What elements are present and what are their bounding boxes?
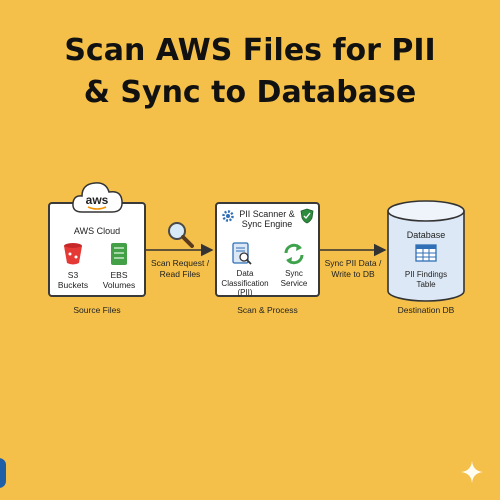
dc-line-2: Classification bbox=[221, 278, 269, 288]
scan-request-label: Scan Request / Read Files bbox=[144, 258, 216, 280]
ebs-label-line-2: Volumes bbox=[102, 280, 136, 290]
data-classification-label: Data Classification (PII) bbox=[219, 269, 271, 298]
sync-data-line-1: Sync PII Data / bbox=[324, 258, 382, 268]
s3-label-line-2: Buckets bbox=[57, 280, 89, 290]
database-label: Database bbox=[406, 230, 446, 240]
sync-data-label: Sync PII Data / Write to DB bbox=[318, 258, 388, 280]
sync-icon bbox=[284, 243, 304, 265]
aws-logo-text: aws bbox=[86, 193, 109, 207]
aws-cloud-icon: aws bbox=[72, 182, 123, 213]
scan-request-line-2: Read Files bbox=[159, 269, 201, 279]
destination-db-caption: Destination DB bbox=[397, 305, 455, 315]
aws-cloud-label: AWS Cloud bbox=[73, 226, 121, 236]
engine-title-line-1: PII Scanner & bbox=[239, 209, 295, 219]
shield-icon bbox=[300, 208, 314, 224]
ebs-label-line-1: EBS bbox=[110, 270, 128, 280]
sync-line-2: Service bbox=[280, 278, 308, 288]
sync-service-label: Sync Service bbox=[271, 269, 317, 288]
table-line-2: Table bbox=[416, 279, 436, 289]
magnifier-icon bbox=[168, 222, 194, 248]
title-line-2: & Sync to Database bbox=[83, 75, 417, 110]
dc-line-1: Data bbox=[236, 269, 254, 278]
data-classification-icon bbox=[232, 242, 252, 265]
engine-title: PII Scanner & Sync Engine bbox=[235, 209, 299, 229]
source-files-caption: Source Files bbox=[73, 305, 121, 315]
pii-scanner-box: PII Scanner & Sync Engine Data Classific… bbox=[215, 202, 320, 297]
sync-line-1: Sync bbox=[285, 269, 303, 278]
pii-findings-table-label: PII Findings Table bbox=[385, 270, 467, 289]
edge-tab bbox=[0, 458, 6, 488]
title-line-1: Scan AWS Files for PII bbox=[64, 33, 436, 68]
scan-process-caption: Scan & Process bbox=[237, 305, 298, 315]
engine-title-line-2: Sync Engine bbox=[241, 219, 293, 229]
table-line-1: PII Findings bbox=[404, 270, 448, 279]
s3-bucket-icon bbox=[64, 243, 82, 265]
scan-request-line-1: Scan Request / bbox=[150, 258, 210, 268]
sparkle-icon bbox=[461, 461, 483, 483]
dc-line-3: (PII) bbox=[237, 288, 253, 297]
ebs-label: EBS Volumes bbox=[98, 270, 140, 290]
s3-label: S3 Buckets bbox=[54, 270, 92, 290]
page-title: Scan AWS Files for PII & Sync to Databas… bbox=[0, 30, 500, 114]
s3-label-line-1: S3 bbox=[67, 270, 79, 280]
gear-icon bbox=[222, 210, 234, 222]
table-icon bbox=[415, 244, 437, 262]
ebs-volume-icon bbox=[111, 243, 127, 265]
sync-data-line-2: Write to DB bbox=[331, 269, 375, 279]
